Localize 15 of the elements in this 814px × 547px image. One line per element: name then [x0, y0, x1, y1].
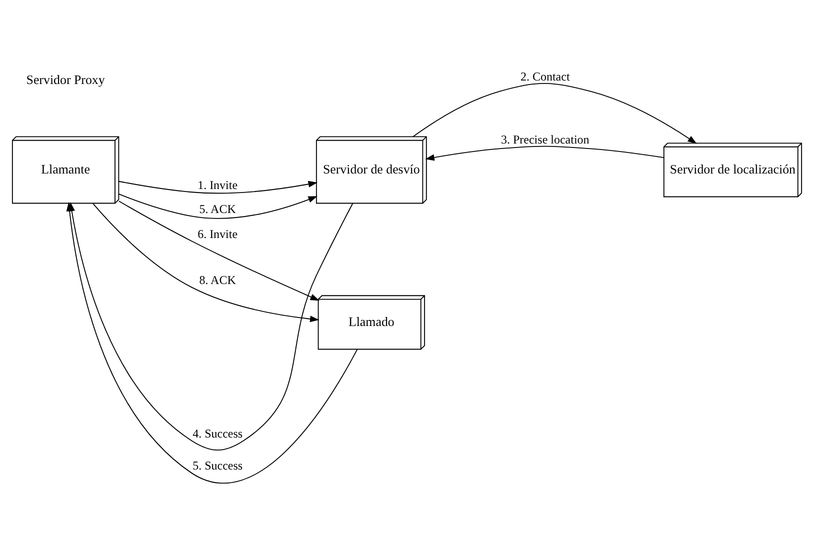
edge-label: 5. ACK: [199, 202, 236, 216]
label: Servidor Proxy: [26, 72, 105, 87]
edge-label: 6. Invite: [198, 226, 238, 241]
arrow: [118, 200, 320, 301]
edge-label: 8. ACK: [199, 272, 236, 287]
arrow: [118, 194, 318, 219]
edge-label: 1. Invite: [198, 178, 238, 192]
edge-label: 5. Success: [192, 458, 243, 473]
arrow: [118, 180, 318, 194]
edge-label: 4. Success: [192, 426, 243, 440]
arrow: [92, 202, 320, 322]
arrow: [425, 146, 664, 161]
arrow: [412, 82, 697, 144]
edge-label: 2. Contact: [520, 70, 570, 84]
edge-label: 3. Precise location: [500, 132, 590, 147]
